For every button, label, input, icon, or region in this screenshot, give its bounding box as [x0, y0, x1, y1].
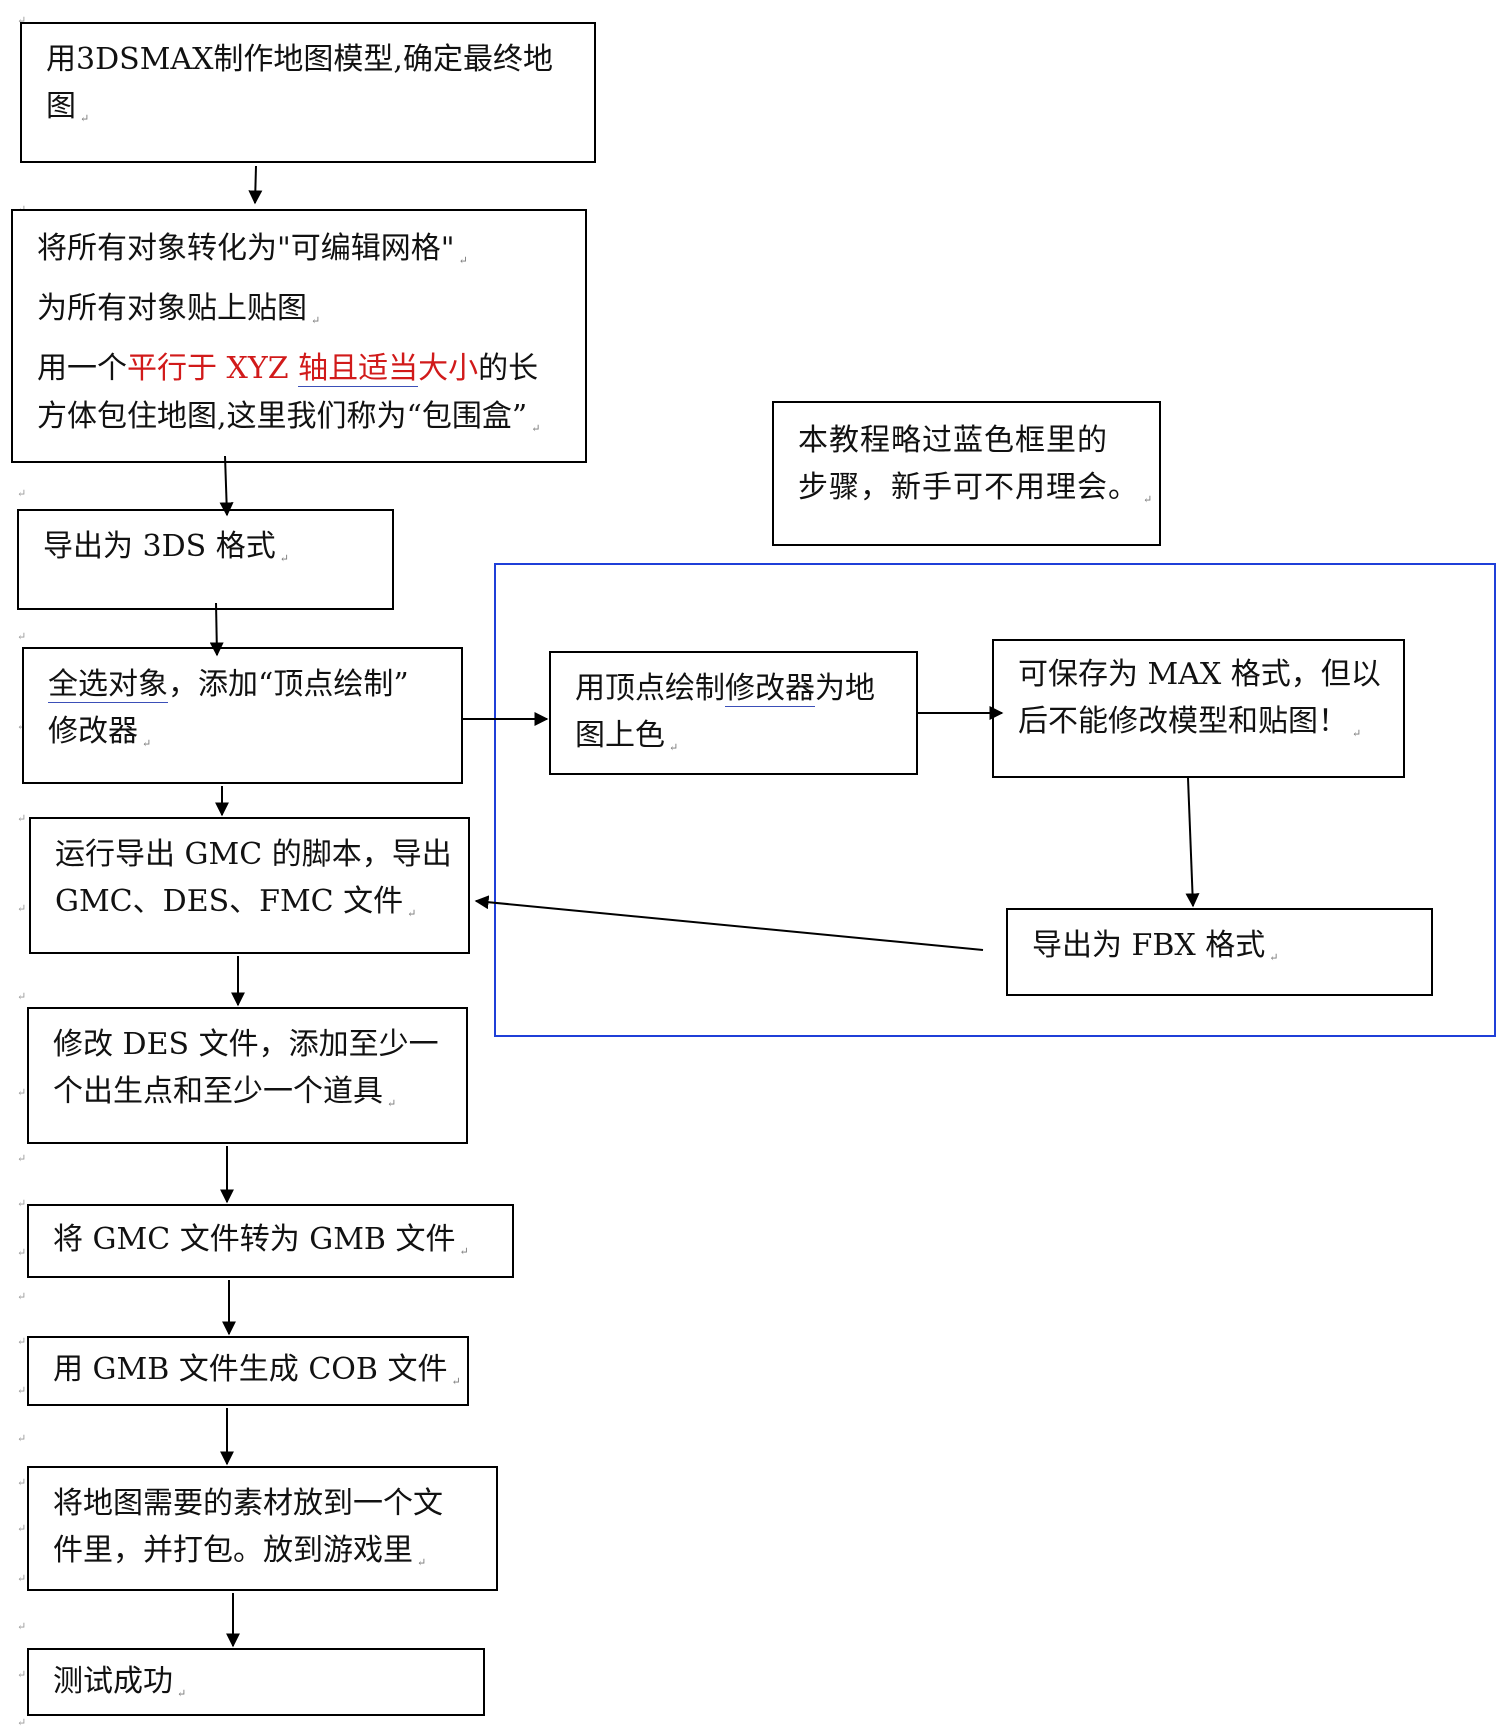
- paragraph-mark-icon: ↵: [17, 1572, 27, 1585]
- step-make-map-model: 用3DSMAX制作地图模型,确定最终地 图 ↵: [20, 22, 596, 163]
- step-run-gmc-export-script: 运行导出 GMC 的脚本，导出 GMC、DES、FMC 文件↵: [29, 817, 470, 954]
- step-text-line: 导出为 FBX 格式: [1032, 928, 1266, 963]
- paragraph-mark-icon: ↵: [279, 552, 289, 565]
- paragraph-mark-icon: ↵: [17, 1476, 27, 1489]
- step-text-line: 件里，并打包。放到游戏里: [53, 1533, 413, 1568]
- underlined-text: 修改器: [725, 671, 815, 707]
- paragraph-mark-icon: ↵: [17, 990, 27, 1003]
- paragraph-mark-icon: ↵: [80, 112, 90, 125]
- paragraph-mark-icon: ↵: [669, 741, 679, 754]
- arrow-model-to-convert: [248, 165, 263, 205]
- highlighted-text: 大小: [418, 351, 479, 386]
- paragraph-mark-icon: ↵: [17, 902, 27, 915]
- note-box: 本教程略过蓝色框里的 步骤，新手可不用理会。 ↵: [772, 401, 1161, 546]
- paragraph-mark-icon: ↵: [17, 630, 27, 643]
- paragraph-mark-icon: ↵: [17, 487, 27, 500]
- step-text-line: 图: [46, 89, 76, 124]
- optional-steps-frame: [494, 563, 1496, 1037]
- paragraph-mark-icon: ↵: [142, 737, 152, 750]
- arrow-convert-to-export-3ds: [219, 455, 234, 517]
- step-text-line: 测试成功: [53, 1664, 173, 1699]
- note-text-line: 步骤，新手可不用理会。: [798, 470, 1139, 505]
- note-text-line: 本教程略过蓝色框里的: [798, 423, 1108, 458]
- step-text-line: 方体包住地图,这里我们称为“包围盒”: [37, 399, 528, 434]
- step-text-segment: 用一个: [37, 351, 127, 386]
- step-text-line: 将 GMC 文件转为 GMB 文件: [53, 1222, 456, 1257]
- step-text-segment: 为地: [815, 671, 875, 706]
- step-convert-gmc-to-gmb: 将 GMC 文件转为 GMB 文件↵: [27, 1204, 514, 1278]
- paragraph-mark-icon: ↵: [177, 1687, 187, 1700]
- step-vertex-paint-coloring: 用顶点绘制修改器为地 图上色 ↵: [549, 651, 918, 775]
- paragraph-mark-icon: ↵: [17, 1335, 27, 1348]
- paragraph-mark-icon: ↵: [407, 907, 417, 920]
- paragraph-mark-icon: ↵: [17, 1246, 27, 1259]
- paragraph-mark-icon: ↵: [458, 254, 468, 267]
- paragraph-mark-icon: ↵: [451, 1375, 461, 1388]
- step-text-line: 修改 DES 文件，添加至少一: [53, 1027, 439, 1062]
- paragraph-mark-icon: ↵: [17, 1152, 27, 1165]
- step-text-segment: 的长: [478, 351, 539, 386]
- arrow-export-3ds-to-select: [209, 602, 224, 657]
- step-save-max-format: 可保存为 MAX 格式，但以 后不能修改模型和贴图！ ↵: [992, 639, 1405, 778]
- paragraph-mark-icon: ↵: [17, 1086, 27, 1099]
- paragraph-mark-icon: ↵: [311, 314, 321, 327]
- step-text-segment: 用顶点绘制: [575, 671, 725, 706]
- paragraph-mark-icon: ↵: [17, 1716, 27, 1729]
- paragraph-mark-icon: ↵: [1143, 493, 1154, 506]
- paragraph-mark-icon: ↵: [17, 1290, 27, 1303]
- step-text-line: 运行导出 GMC 的脚本，导出: [55, 837, 452, 872]
- paragraph-mark-icon: ↵: [17, 720, 26, 733]
- step-export-fbx: 导出为 FBX 格式↵: [1006, 908, 1433, 996]
- highlighted-text: 平行于 XYZ: [127, 351, 299, 386]
- arrow-save-max-to-export-fbx: [1185, 777, 1200, 908]
- step-convert-and-texture: 将所有对象转化为"可编辑网格"↵ 为所有对象贴上贴图↵ 用一个平行于 XYZ 轴…: [11, 209, 587, 463]
- underlined-text: 全选对象: [48, 667, 168, 703]
- step-text-line: GMC、DES、FMC 文件: [55, 884, 404, 919]
- step-text-line: 用 GMB 文件生成 COB 文件: [53, 1352, 448, 1387]
- paragraph-mark-icon: ↵: [17, 1668, 27, 1681]
- paragraph-mark-icon: ↵: [531, 422, 541, 435]
- step-add-vertex-paint-modifier: 全选对象，添加“顶点绘制” 修改器 ↵: [22, 647, 463, 784]
- paragraph-mark-icon: ↵: [417, 1556, 427, 1569]
- step-text-line: 用3DSMAX制作地图模型,确定最终地: [46, 42, 553, 77]
- step-text-line: 将所有对象转化为"可编辑网格": [37, 231, 455, 266]
- paragraph-mark-icon: ↵: [17, 14, 27, 27]
- paragraph-mark-icon: ↵: [17, 1432, 27, 1445]
- step-text-line: 导出为 3DS 格式: [43, 529, 276, 564]
- step-text-segment: ，添加“顶点绘制”: [168, 667, 409, 702]
- step-text-line: 后不能修改模型和贴图！: [1018, 704, 1348, 739]
- step-test-success: 测试成功 ↵: [27, 1648, 485, 1716]
- step-text-line: 将地图需要的素材放到一个文: [53, 1486, 443, 1521]
- paragraph-mark-icon: ↵: [387, 1097, 397, 1110]
- arrow-export-fbx-to-run-script: [474, 895, 984, 951]
- paragraph-mark-icon: ↵: [1352, 727, 1362, 740]
- step-text-line: 修改器: [48, 714, 138, 749]
- step-generate-cob: 用 GMB 文件生成 COB 文件↵: [27, 1336, 469, 1406]
- step-text-line: 为所有对象贴上贴图: [37, 291, 307, 326]
- paragraph-mark-icon: ↵: [17, 1384, 27, 1397]
- paragraph-mark-icon: ↵: [459, 1245, 469, 1258]
- step-text-line: 图上色: [575, 718, 665, 753]
- step-export-3ds: 导出为 3DS 格式↵: [17, 509, 394, 610]
- paragraph-mark-icon: ↵: [17, 1197, 27, 1210]
- highlighted-underlined-text: 适当: [358, 351, 419, 387]
- step-edit-des-file: 修改 DES 文件，添加至少一 个出生点和至少一个道具 ↵: [27, 1007, 468, 1144]
- paragraph-mark-icon: ↵: [17, 1620, 27, 1633]
- paragraph-mark-icon: ↵: [17, 1522, 27, 1535]
- step-text-line: 可保存为 MAX 格式，但以: [1018, 657, 1381, 692]
- paragraph-mark-icon: ↵: [17, 812, 27, 825]
- step-pack-assets: 将地图需要的素材放到一个文 件里，并打包。放到游戏里 ↵: [27, 1466, 498, 1591]
- highlighted-underlined-text: 轴且: [298, 351, 359, 387]
- paragraph-mark-icon: ↵: [1269, 951, 1279, 964]
- step-text-line: 个出生点和至少一个道具: [53, 1074, 383, 1109]
